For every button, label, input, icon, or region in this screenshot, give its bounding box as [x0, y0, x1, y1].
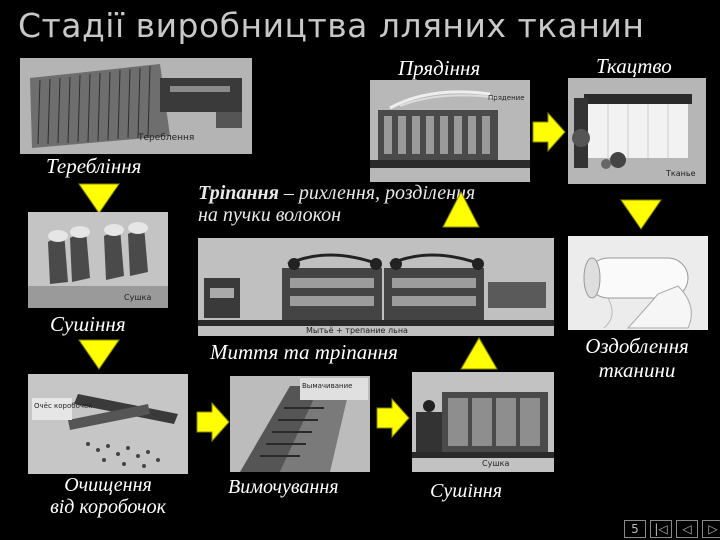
scutching-desc-line2: на пучки волокон: [198, 204, 342, 226]
scutching-term: Тріпання: [198, 182, 279, 204]
label-washing: Миття та тріпання: [210, 340, 398, 364]
label-cleaning-line2: від коробочок: [50, 496, 166, 518]
arrow-right-1-icon: [532, 112, 566, 152]
slide-number-button[interactable]: 5: [624, 520, 646, 538]
arrow-down-3-icon: [78, 338, 120, 370]
slide-title: Стадії виробництва лляних тканин: [18, 6, 645, 45]
label-pulling: Теребління: [46, 154, 142, 178]
washing-image: Мытьё + трепание льна: [198, 238, 554, 336]
drying-image: Сушка: [28, 212, 168, 308]
arrow-up-2-icon: [460, 336, 498, 370]
arrow-down-1-icon: [78, 182, 120, 214]
washing-image-caption: Мытьё + трепание льна: [306, 326, 408, 335]
finishing-image: [568, 236, 708, 330]
arrow-right-3-icon: [376, 398, 410, 438]
label-cleaning: Очищення від коробочок: [28, 474, 188, 518]
label-finishing: Оздоблення тканини: [574, 334, 700, 382]
soaking-image-caption: Вымачивание: [302, 382, 352, 390]
arrow-down-2-icon: [620, 198, 662, 230]
drying-2-image: Сушка: [412, 372, 554, 472]
weaving-image-caption: Тканье: [665, 169, 696, 178]
first-slide-icon[interactable]: |◁: [650, 520, 672, 538]
drying-image-caption: Сушка: [124, 293, 151, 302]
label-soaking: Вимочування: [228, 476, 339, 498]
slide-navigation: 5 |◁ ◁ ▷: [624, 520, 720, 538]
label-weaving: Ткацтво: [596, 54, 672, 78]
scutching-desc-line1: – рихлення, розділення: [278, 182, 476, 204]
weaving-image: Тканье: [568, 78, 706, 184]
drying-2-image-caption: Сушка: [482, 459, 509, 468]
label-drying-1: Сушіння: [50, 312, 126, 336]
arrow-right-2-icon: [196, 402, 230, 442]
label-cleaning-line1: Очищення: [64, 474, 152, 496]
label-finishing-line1: Оздоблення: [585, 334, 689, 358]
pulling-image: Тереблення: [20, 58, 252, 154]
next-slide-icon[interactable]: ▷: [702, 520, 720, 538]
pulling-image-caption: Тереблення: [137, 133, 194, 143]
cleaning-image: Очёс коробочек: [28, 374, 188, 474]
soaking-image: Вымачивание: [230, 376, 370, 472]
label-finishing-line2: тканини: [598, 358, 676, 382]
spinning-image: Прядение: [370, 80, 530, 182]
arrow-up-1-icon: [442, 190, 480, 228]
label-drying-2: Сушіння: [430, 480, 503, 502]
prev-slide-icon[interactable]: ◁: [676, 520, 698, 538]
label-prying: Прядіння: [398, 56, 481, 80]
spinning-image-caption: Прядение: [488, 94, 525, 102]
cleaning-image-caption: Очёс коробочек: [34, 402, 93, 410]
scutching-note: Тріпання – рихлення, розділення на пучки…: [198, 182, 558, 226]
